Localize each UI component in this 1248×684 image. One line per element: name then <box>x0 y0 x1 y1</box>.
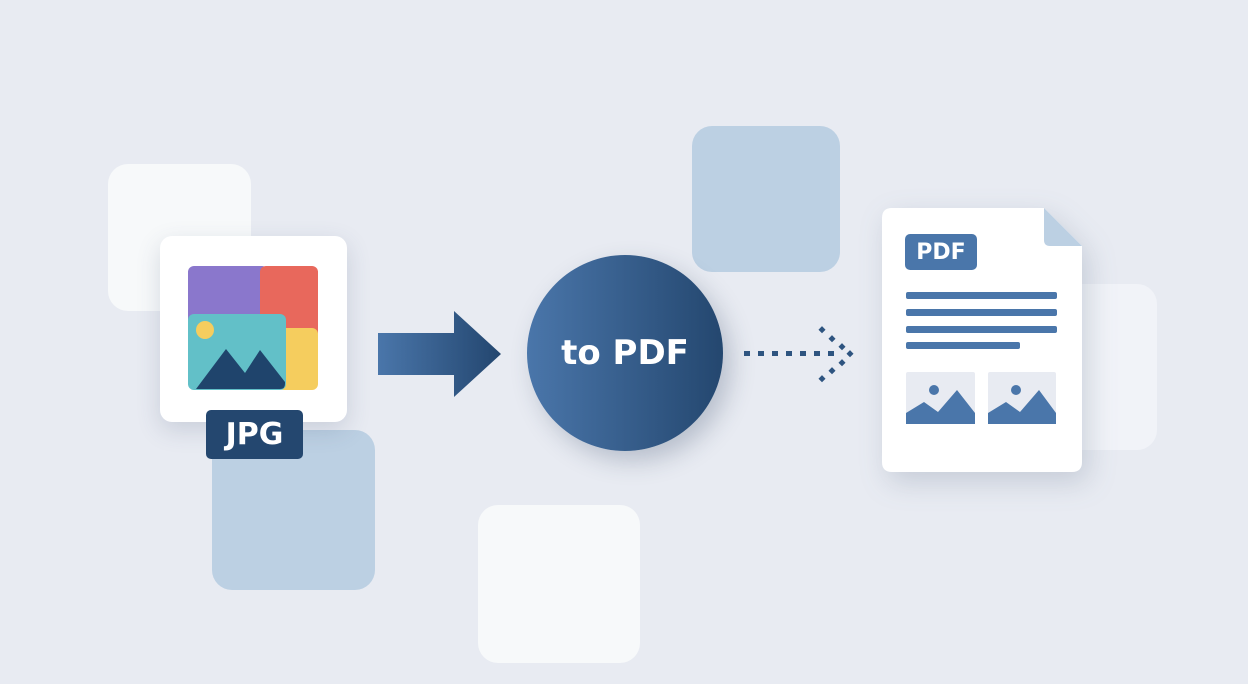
pdf-document: PDF <box>882 208 1082 472</box>
pdf-badge: PDF <box>905 234 977 270</box>
arrow-right-icon <box>378 311 501 397</box>
jpg-card <box>160 236 347 422</box>
convert-circle: to PDF <box>527 255 723 451</box>
jpg-badge: JPG <box>206 410 303 459</box>
convert-label: to PDF <box>561 333 689 373</box>
image-icon <box>188 266 318 390</box>
decor-square <box>692 126 840 272</box>
decor-square <box>478 505 640 663</box>
dotted-arrow-icon <box>744 326 854 383</box>
document-icon <box>882 208 1082 472</box>
